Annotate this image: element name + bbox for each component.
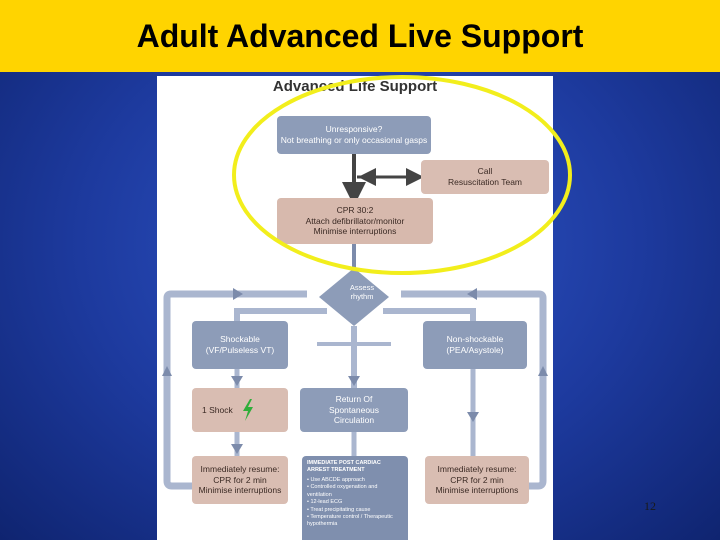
right-loop: [401, 290, 547, 471]
post-arrest-list: • Use ABCDE approach • Controlled oxygen…: [307, 477, 403, 529]
post-arrest-item: • Temperature control / Therapeutic hypo…: [307, 513, 393, 528]
post-arrest-item: • Treat precipitating cause: [307, 506, 371, 513]
title-bar: Adult Advanced Live Support: [0, 0, 720, 72]
post-arrest-title: IMMEDIATE POST CARDIAC ARREST TREATMENT: [307, 460, 381, 474]
post-arrest-item: • Use ABCDE approach: [307, 476, 365, 483]
non-shockable-box: Non-shockable (PEA/Asystole): [423, 321, 527, 369]
slide-title: Adult Advanced Live Support: [136, 17, 584, 54]
shockable-box: Shockable (VF/Pulseless VT): [192, 321, 288, 369]
post-arrest-treatment-box: IMMEDIATE POST CARDIAC ARREST TREATMENT …: [302, 456, 408, 540]
call-team-box: Call Resuscitation Team: [421, 160, 549, 194]
cpr-text: CPR 30:2 Attach defibrillator/monitor Mi…: [305, 205, 405, 237]
resume-cpr-left-text: Immediately resume: CPR for 2 min Minimi…: [198, 464, 282, 496]
non-shockable-text: Non-shockable (PEA/Asystole): [446, 334, 504, 355]
post-arrest-item: • Controlled oxygenation and ventilation: [307, 484, 378, 498]
rosc-box: Return Of Spontaneous Circulation: [300, 388, 408, 432]
resume-cpr-left-box: Immediately resume: CPR for 2 min Minimi…: [192, 456, 288, 504]
als-flowchart: Advanced Life Support: [157, 76, 553, 540]
branch-non-shockable: [383, 308, 476, 321]
branch-shockable: [234, 308, 327, 321]
one-shock-box: 1 Shock: [192, 388, 288, 432]
left-loop: [163, 290, 307, 471]
unresponsive-text: Unresponsive? Not breathing or only occa…: [280, 124, 428, 145]
post-arrest-item: • 12-lead ECG: [307, 499, 343, 506]
shockable-text: Shockable (VF/Pulseless VT): [205, 334, 275, 355]
resume-cpr-right-box: Immediately resume: CPR for 2 min Minimi…: [425, 456, 529, 504]
unresponsive-box: Unresponsive? Not breathing or only occa…: [277, 116, 431, 154]
assess-rhythm-diamond: [319, 268, 389, 326]
lightning-bolt-icon: [242, 399, 253, 421]
page-number: 12: [644, 499, 656, 513]
one-shock-text: 1 Shock: [202, 404, 233, 415]
assess-rhythm-label: Assess rhythm: [349, 283, 375, 301]
rosc-text: Return Of Spontaneous Circulation: [328, 394, 380, 426]
call-team-text: Call Resuscitation Team: [447, 166, 523, 187]
cpr-box: CPR 30:2 Attach defibrillator/monitor Mi…: [277, 198, 433, 244]
resume-cpr-right-text: Immediately resume: CPR for 2 min Minimi…: [435, 464, 519, 496]
